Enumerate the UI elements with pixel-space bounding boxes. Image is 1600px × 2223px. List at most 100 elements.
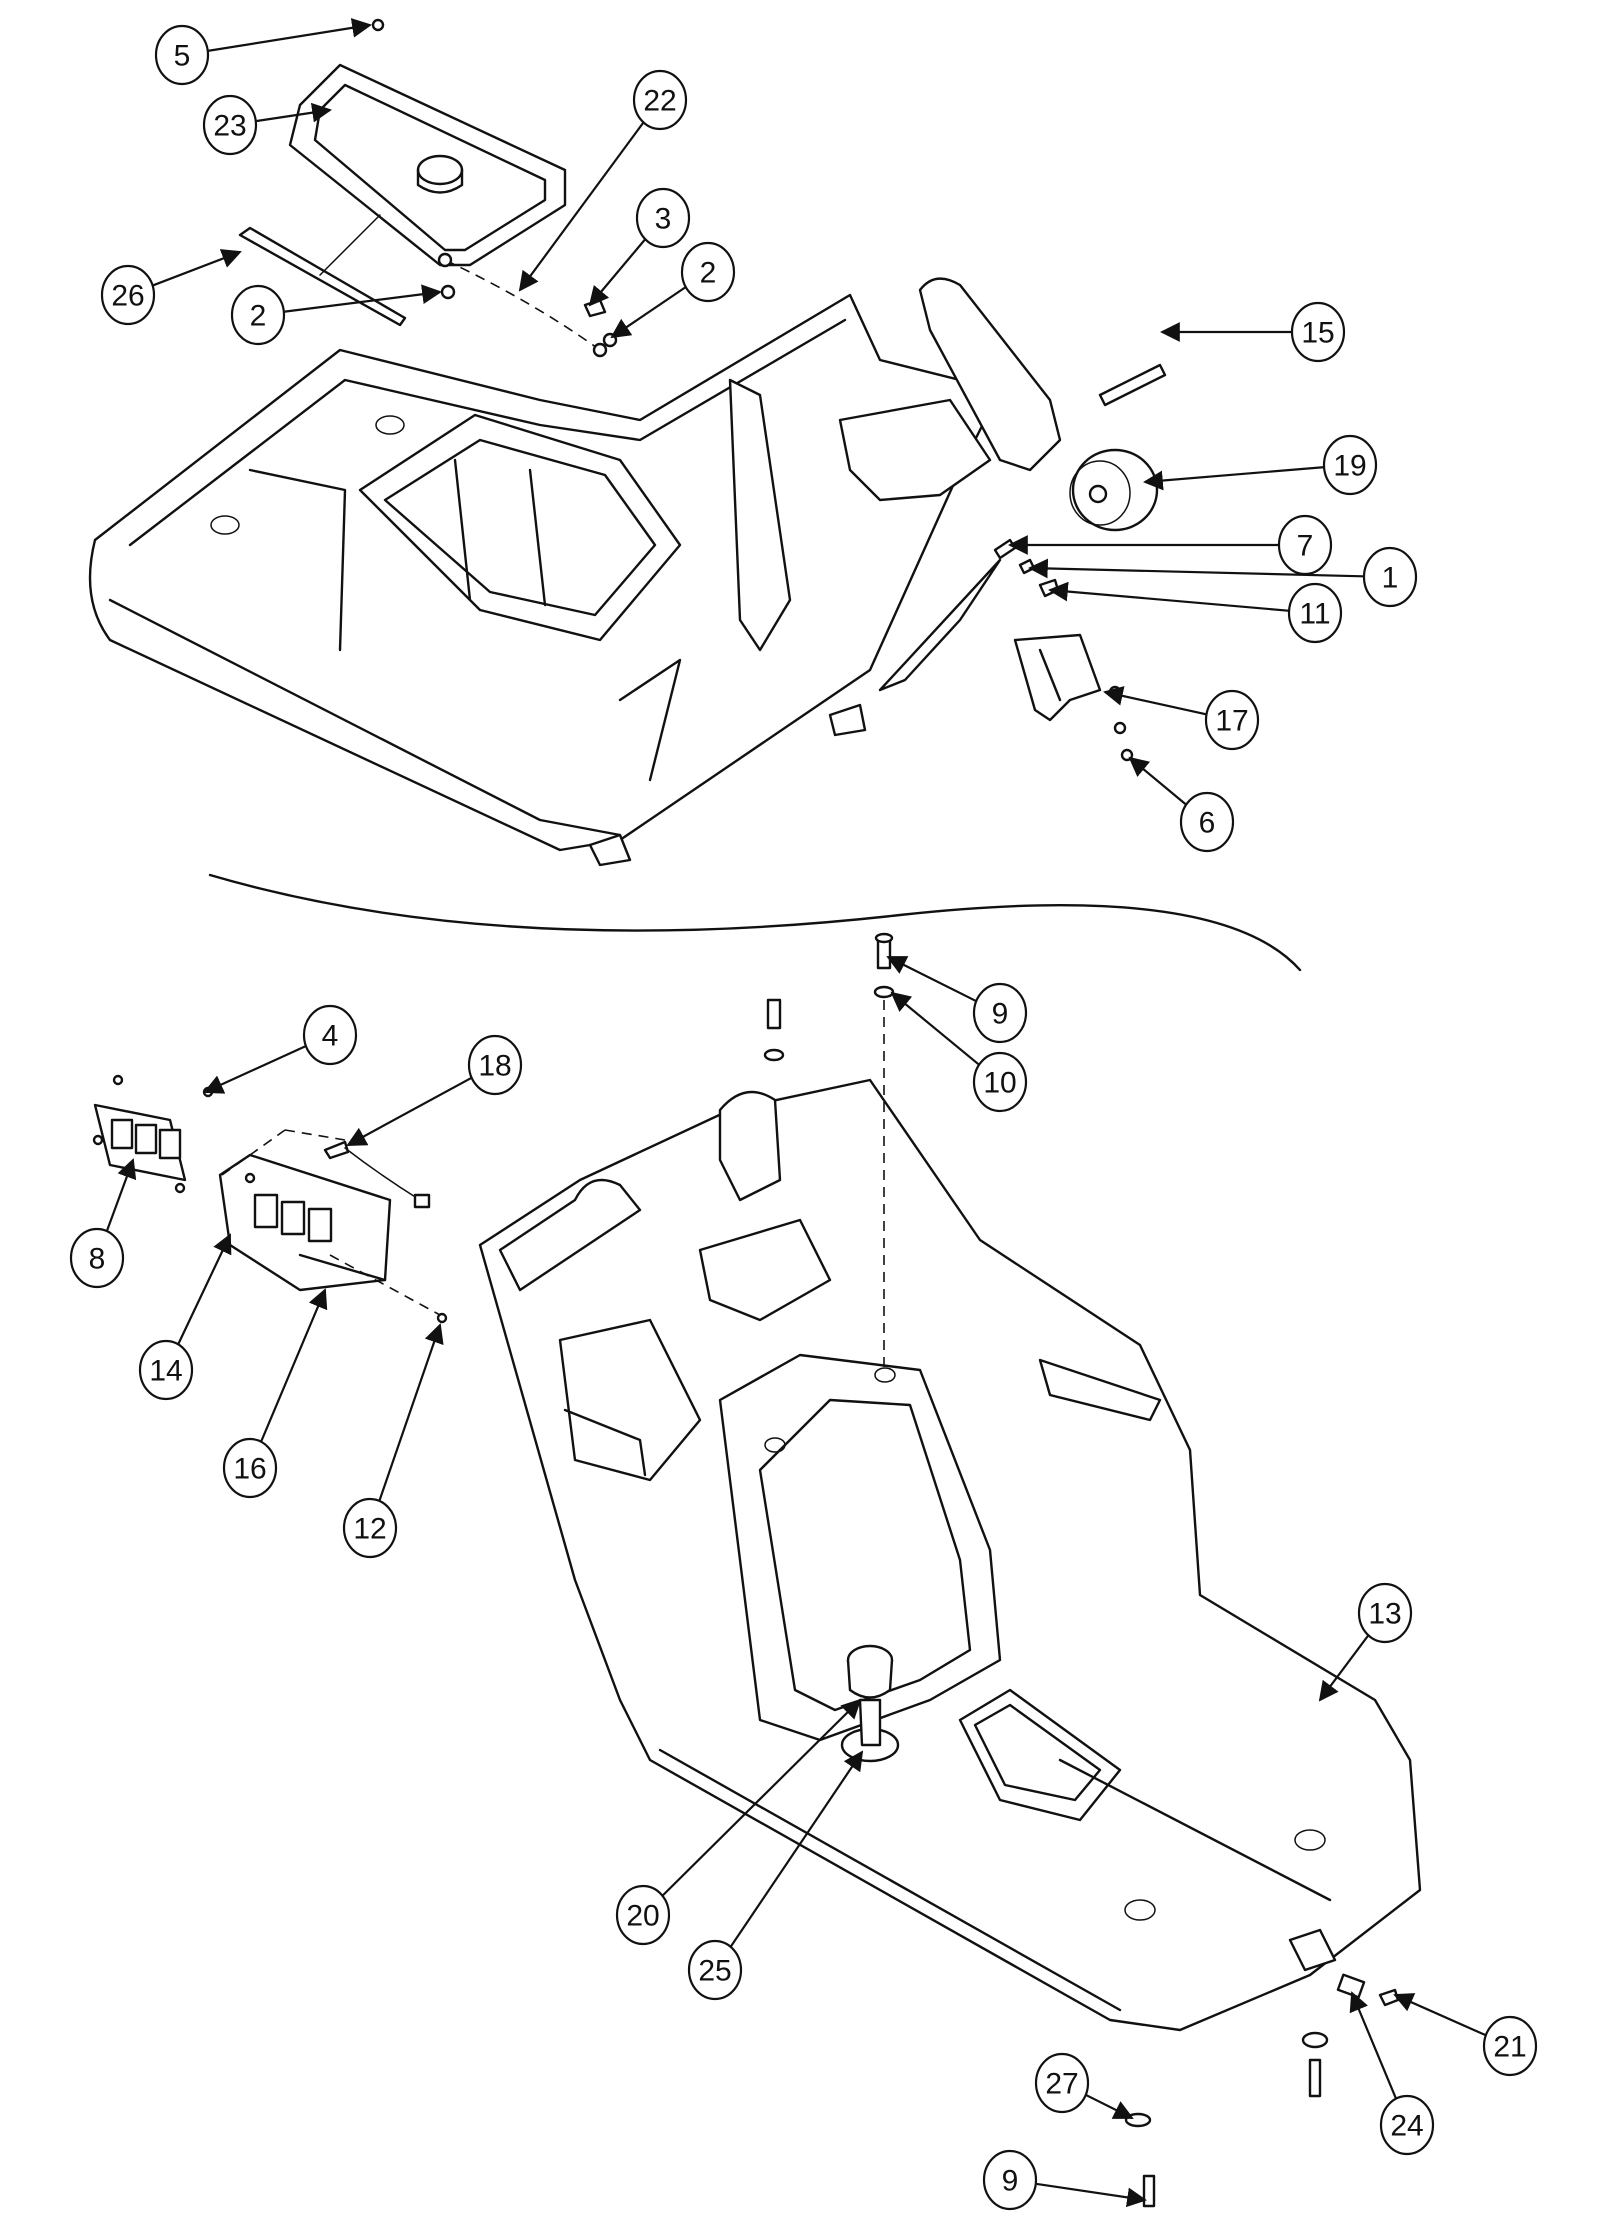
callout-leader bbox=[1318, 1633, 1370, 1702]
callout-number: 19 bbox=[1333, 450, 1366, 483]
callout-2: 2 bbox=[610, 241, 736, 339]
wire-harness bbox=[323, 1140, 431, 1209]
callout-12: 12 bbox=[342, 1323, 444, 1559]
screw-11 bbox=[1038, 578, 1060, 598]
screw-12 bbox=[436, 1312, 448, 1324]
callout-circle bbox=[635, 187, 691, 249]
callout-number: 7 bbox=[1297, 530, 1314, 563]
callout-leader bbox=[1393, 1993, 1486, 2037]
callout-leader bbox=[1036, 2182, 1147, 2208]
screw-21 bbox=[1378, 1988, 1400, 2007]
bolt-9-top bbox=[874, 932, 894, 970]
callout-leader bbox=[284, 284, 442, 313]
callout-number: 22 bbox=[643, 85, 676, 118]
callout-leader bbox=[886, 956, 977, 1002]
callout-circle bbox=[1379, 2094, 1435, 2156]
callout-number: 16 bbox=[233, 1453, 266, 1486]
callout-leader bbox=[259, 1288, 328, 1444]
callout-22: 22 bbox=[518, 69, 688, 292]
callout-number: 17 bbox=[1215, 705, 1248, 738]
callout-number: 23 bbox=[213, 110, 246, 143]
callout-15: 15 bbox=[1160, 301, 1346, 363]
callout-number: 9 bbox=[992, 998, 1009, 1031]
callout-27: 27 bbox=[1034, 2052, 1134, 2119]
callout-circle bbox=[202, 94, 258, 156]
callout-leader bbox=[890, 991, 980, 1066]
callout-leader bbox=[256, 102, 332, 123]
callout-19: 19 bbox=[1143, 434, 1378, 496]
chain bbox=[444, 259, 601, 351]
callout-number: 2 bbox=[700, 257, 717, 290]
callout-number: 24 bbox=[1390, 2110, 1423, 2143]
callout-circle bbox=[972, 982, 1028, 1044]
wheel bbox=[1069, 448, 1159, 532]
section-divider bbox=[208, 873, 1302, 972]
callout-circle bbox=[222, 1437, 278, 1499]
callout-circle bbox=[982, 2149, 1038, 2211]
callout-leader bbox=[152, 249, 242, 287]
callout-circle bbox=[972, 1051, 1028, 1113]
callout-20: 20 bbox=[615, 1698, 862, 1946]
callout-circle bbox=[342, 1497, 398, 1559]
callout-21: 21 bbox=[1393, 1993, 1538, 2077]
callout-leader bbox=[1143, 466, 1324, 491]
callout-circle bbox=[1482, 2015, 1538, 2077]
callout-number: 2 bbox=[250, 300, 267, 333]
callout-circle bbox=[138, 1339, 194, 1401]
callout-circle bbox=[230, 284, 286, 346]
callout-leader bbox=[377, 1323, 444, 1503]
callout-circle bbox=[1034, 2052, 1090, 2114]
callout-leader bbox=[208, 18, 372, 52]
callout-number: 6 bbox=[1199, 807, 1216, 840]
callout-3: 3 bbox=[588, 187, 691, 307]
washer bbox=[1018, 558, 1036, 575]
callout-leader bbox=[1128, 756, 1187, 806]
callout-circle bbox=[687, 1939, 743, 2001]
callout-circle bbox=[1179, 791, 1235, 853]
callout-13: 13 bbox=[1318, 1582, 1413, 1702]
callout-layer: 5232232262151971111769104188141612132025… bbox=[69, 18, 1538, 2211]
nut-2a bbox=[440, 284, 456, 300]
callout-leader bbox=[1048, 581, 1289, 612]
callout-17: 17 bbox=[1103, 686, 1260, 751]
callout-number: 27 bbox=[1045, 2068, 1078, 2101]
screw-3 bbox=[583, 298, 607, 318]
callout-circle bbox=[467, 1034, 523, 1096]
callout-16: 16 bbox=[222, 1288, 328, 1499]
callout-14: 14 bbox=[138, 1233, 232, 1401]
callout-number: 4 bbox=[322, 1020, 339, 1053]
callout-11: 11 bbox=[1048, 581, 1343, 644]
cover-plate bbox=[288, 63, 567, 267]
bracket-24 bbox=[1336, 1973, 1366, 1999]
callout-leader bbox=[105, 1158, 137, 1234]
rod bbox=[1098, 363, 1167, 407]
callout-9: 9 bbox=[982, 2149, 1147, 2211]
callout-leader bbox=[1028, 558, 1364, 579]
callout-number: 18 bbox=[478, 1050, 511, 1083]
callout-8: 8 bbox=[69, 1158, 137, 1289]
callout-leader bbox=[176, 1233, 232, 1347]
callout-circle bbox=[615, 1884, 671, 1946]
control-panel bbox=[218, 1153, 392, 1292]
switch-cluster bbox=[93, 1103, 187, 1182]
bolt-9-bottom bbox=[1142, 2174, 1156, 2208]
callout-4: 4 bbox=[203, 1004, 358, 1094]
callout-leader bbox=[729, 1750, 864, 1949]
callout-24: 24 bbox=[1349, 1991, 1435, 2156]
upper-hood-assembly bbox=[88, 277, 1062, 867]
callout-23: 23 bbox=[202, 94, 332, 156]
callout-circle bbox=[69, 1227, 125, 1289]
callout-2: 2 bbox=[230, 284, 442, 346]
callout-leader bbox=[346, 1076, 472, 1146]
callout-number: 8 bbox=[89, 1243, 106, 1276]
callout-number: 9 bbox=[1002, 2165, 1019, 2198]
callout-leader bbox=[610, 286, 687, 339]
callout-circle bbox=[1290, 301, 1346, 363]
lower-base-assembly bbox=[478, 1078, 1422, 2032]
bracket bbox=[1013, 633, 1102, 722]
callout-leader bbox=[203, 1045, 306, 1094]
callout-6: 6 bbox=[1128, 756, 1235, 853]
callout-circle bbox=[1287, 582, 1343, 644]
callout-number: 1 bbox=[1382, 562, 1399, 595]
